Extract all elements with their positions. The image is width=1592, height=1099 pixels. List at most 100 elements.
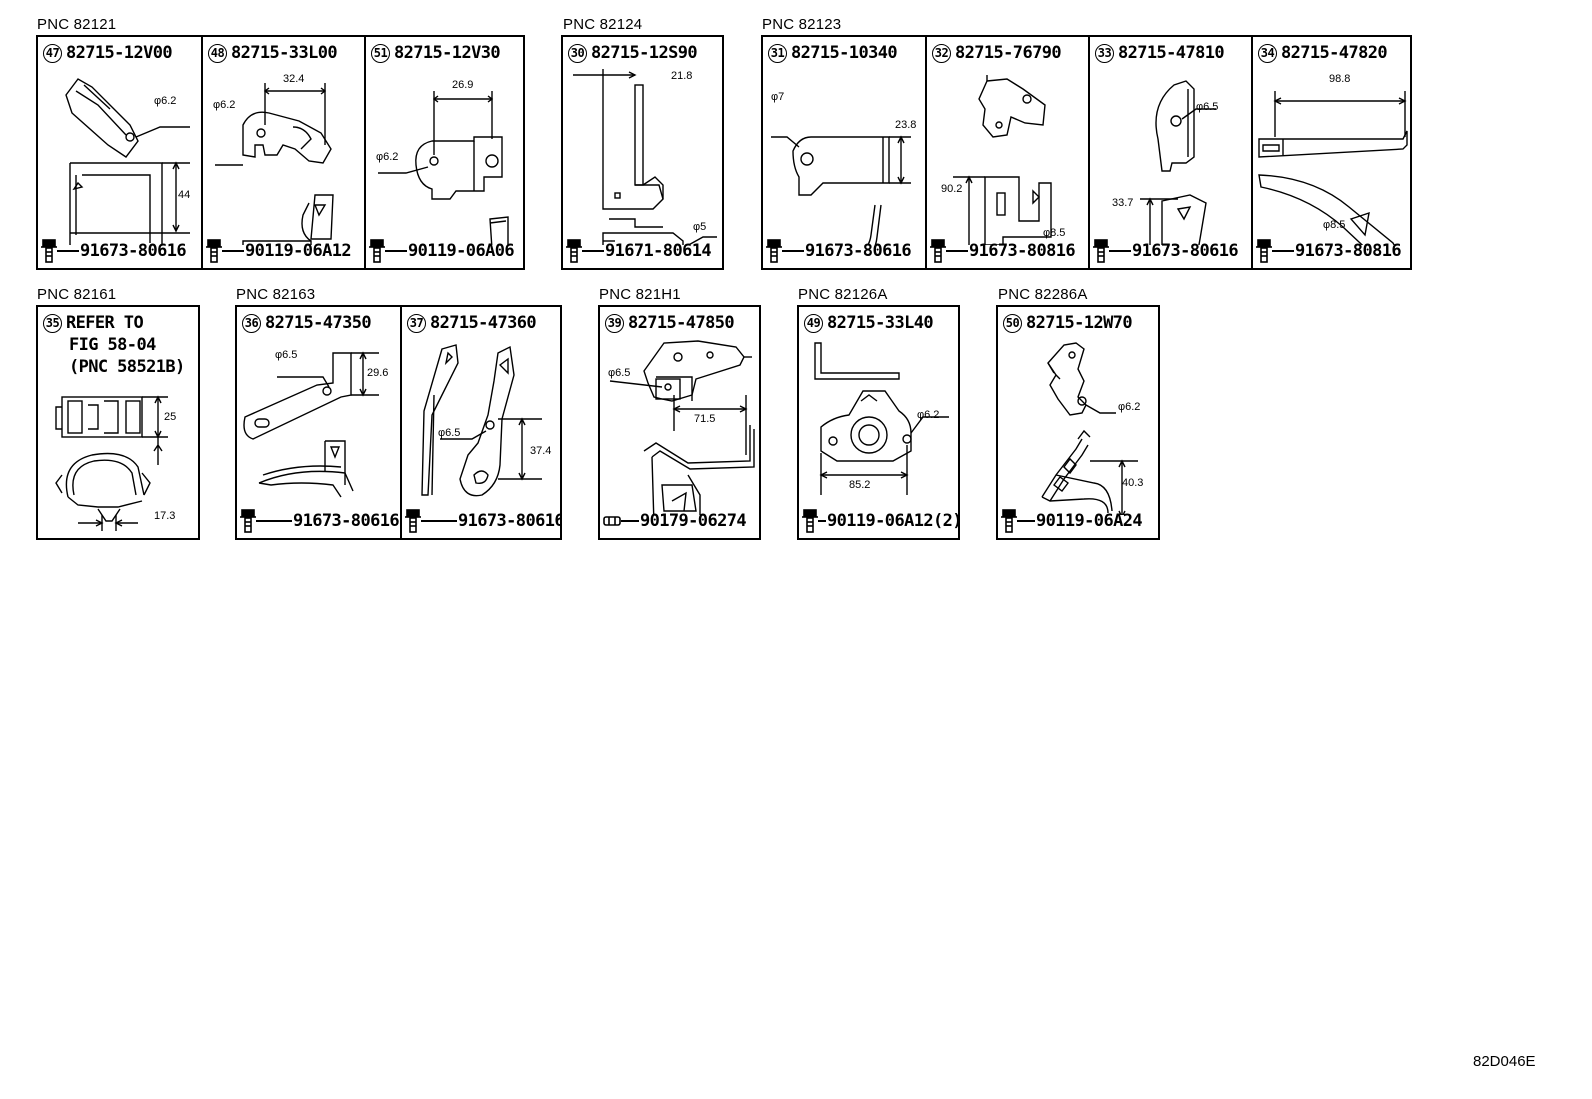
dimension-label: 17.3 — [154, 510, 176, 522]
reference-text: FIG 58-04 — [69, 335, 156, 355]
bracket-drawing-30 — [573, 69, 717, 245]
pnc-label-82161: PNC 82161 — [37, 286, 117, 303]
part-number-text: 82715-12W70 — [1026, 313, 1133, 333]
bracket-drawing-37 — [421, 344, 542, 497]
part-number-text: 82715-47850 — [628, 313, 735, 333]
bracket-drawing-49 — [814, 342, 949, 495]
dimension-label: φ8.5 — [1043, 227, 1066, 239]
dimension-label: 90.2 — [941, 183, 963, 195]
fastener-row-39: 90179-06274 — [603, 508, 747, 534]
part-number-text: 82715-47820 — [1281, 43, 1388, 63]
pnc-label-82123: PNC 82123 — [762, 16, 842, 33]
fastener-number-text: 91673-80616 — [458, 511, 560, 531]
flange-bolt-icon — [369, 239, 385, 263]
fastener-number-text: 91673-80616 — [293, 511, 400, 531]
callout-number-47: 47 — [43, 43, 62, 63]
callout-number-48: 48 — [208, 43, 227, 63]
callout-number-30: 30 — [568, 43, 587, 63]
fastener-number-text: 90119-06A24 — [1036, 511, 1143, 531]
bracket-drawing-47 — [65, 78, 190, 245]
part-number-text: 82715-33L00 — [231, 43, 338, 63]
flange-bolt-icon — [766, 239, 782, 263]
dimension-label: φ6.5 — [275, 349, 298, 361]
dimension-label: 25 — [164, 411, 177, 423]
part-number-text: 82715-47350 — [265, 313, 372, 333]
flange-bolt-icon — [930, 239, 946, 263]
reference-text: REFER TO — [66, 313, 144, 333]
bracket-drawing-33 — [1140, 80, 1216, 245]
fastener-number-text: 91673-80816 — [1295, 241, 1402, 261]
dimension-label: 37.4 — [530, 445, 552, 457]
figure-code: 82D046E — [1473, 1053, 1536, 1070]
fastener-number-text: 91673-80616 — [1132, 241, 1239, 261]
reference-text: (PNC 58521B) — [69, 357, 185, 377]
fastener-number-text: 91673-80616 — [805, 241, 912, 261]
flange-bolt-icon — [41, 239, 57, 263]
fastener-row-34: 91673-80816 — [1256, 238, 1402, 264]
fastener-row-33: 91673-80616 — [1093, 238, 1239, 264]
flange-bolt-icon — [206, 239, 222, 263]
fastener-number-text: 91673-80816 — [969, 241, 1076, 261]
dimension-label: 40.3 — [1122, 477, 1144, 489]
bracket-drawing-36 — [243, 351, 379, 498]
dimension-label: 29.6 — [367, 367, 389, 379]
pnc-label-82126a: PNC 82126A — [798, 286, 888, 303]
part-number-text: 82715-47360 — [430, 313, 537, 333]
bracket-drawing-34 — [1258, 91, 1408, 245]
dimension-label: φ8.5 — [1323, 219, 1346, 231]
dimension-label: φ6.2 — [154, 95, 177, 107]
bracket-drawing-48 — [215, 83, 334, 245]
flange-bolt-icon — [1093, 239, 1109, 263]
nut-icon — [603, 516, 621, 526]
fastener-row-36: 91673-80616 — [240, 508, 400, 534]
dimension-label: φ7 — [771, 91, 785, 103]
callout-number-49: 49 — [804, 313, 823, 333]
dimension-label: φ6.5 — [608, 367, 631, 379]
dimension-label: 21.8 — [671, 70, 693, 82]
flange-bolt-icon — [566, 239, 582, 263]
fastener-number-text: 90179-06274 — [640, 511, 747, 531]
flange-bolt-icon — [1256, 239, 1272, 263]
flange-bolt-icon — [802, 509, 818, 533]
fastener-row-51: 90119-06A06 — [369, 238, 515, 264]
flange-bolt-icon — [1001, 509, 1017, 533]
pnc-label-82121: PNC 82121 — [37, 16, 117, 33]
callout-number-51: 51 — [371, 43, 390, 63]
callout-number-36: 36 — [242, 313, 261, 333]
pnc-label-82124: PNC 82124 — [563, 16, 643, 33]
part-number-text: 82715-76790 — [955, 43, 1062, 63]
bracket-drawing-32 — [953, 75, 1052, 245]
part-number-text: 82715-12V00 — [66, 43, 173, 63]
clamp-drawing-35 — [55, 395, 168, 531]
fastener-number-text: 91671-80614 — [605, 241, 712, 261]
